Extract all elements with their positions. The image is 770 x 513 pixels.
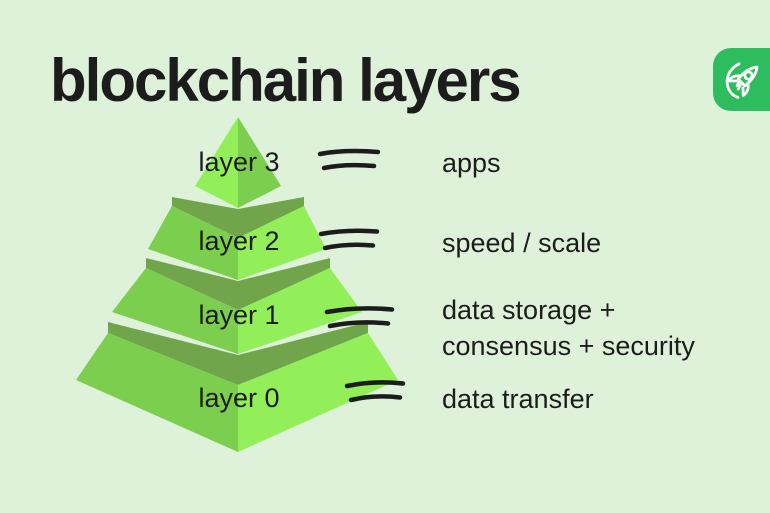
layer-1-equals-top <box>324 306 395 315</box>
layer-1-left-facet <box>112 268 238 354</box>
layer-0-left-facet <box>76 333 238 452</box>
layer-3-right-facet <box>238 117 281 208</box>
layer-0-equals-top <box>344 380 406 389</box>
layer-3-description: apps <box>442 148 501 178</box>
rocket-icon <box>725 62 759 99</box>
equals-doodles <box>317 148 406 403</box>
layer-2-equals-bottom <box>322 242 376 251</box>
brand-logo <box>713 48 770 111</box>
layer-2-label: layer 2 <box>198 226 280 256</box>
layer-2-left-facet <box>148 206 238 280</box>
layer-0-label: layer 0 <box>198 383 280 413</box>
layer-0-top-surface <box>108 322 368 385</box>
layer-1-right-facet <box>238 268 362 354</box>
layer-2-right-facet <box>238 206 326 280</box>
layer-3-equals-bottom <box>321 162 377 171</box>
layer-0-right-facet <box>238 333 398 452</box>
layer-2-equals-top <box>318 228 380 237</box>
layer-0-equals-bottom <box>348 394 403 403</box>
layer-1-description-line-2: consensus + security <box>442 331 695 361</box>
logo-background <box>713 48 770 111</box>
layer-1-description: data storage + consensus + security <box>442 292 695 364</box>
layer-3-equals-top <box>317 148 381 157</box>
layer-0-description: data transfer <box>442 384 594 414</box>
layer-3-left-facet <box>195 117 238 208</box>
layer-1-top-surface <box>146 258 330 310</box>
layer-3-label: layer 3 <box>198 147 280 177</box>
layer-1-equals-bottom <box>327 320 391 329</box>
layer-1-description-line-1: data storage + <box>442 295 616 325</box>
layer-2-description: speed / scale <box>442 228 602 258</box>
page-title: blockchain layers <box>50 47 522 114</box>
layer-1-label: layer 1 <box>198 300 280 330</box>
layer-2-top-surface <box>172 197 304 238</box>
